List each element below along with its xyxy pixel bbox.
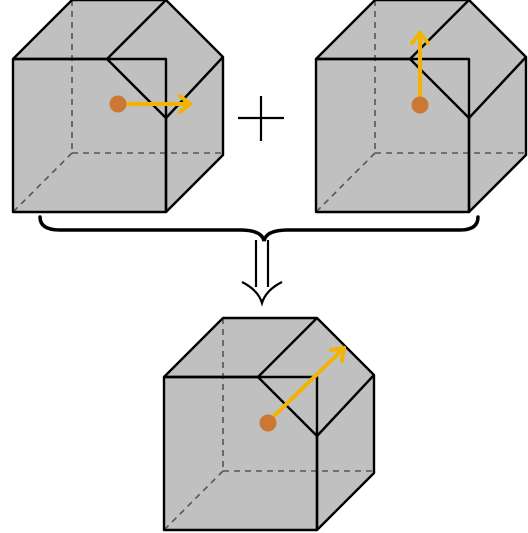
top-side-faces bbox=[13, 0, 223, 212]
sum-vector-head bbox=[329, 346, 346, 363]
top-side-faces bbox=[316, 0, 526, 212]
origin-dot-2 bbox=[411, 96, 429, 114]
horizontal-vector-head bbox=[178, 94, 192, 114]
outer-outline bbox=[12, 0, 225, 213]
implies-arrow bbox=[241, 240, 283, 307]
origin-dot-3 bbox=[259, 414, 277, 432]
plus-sign bbox=[238, 96, 284, 141]
cube-vertical-vector bbox=[314, 0, 528, 214]
bevel-edge bbox=[257, 317, 318, 378]
sum-vector-shaft bbox=[266, 346, 346, 424]
origin-dot-1 bbox=[109, 95, 127, 113]
front-face bbox=[13, 59, 166, 212]
outer-outline bbox=[315, 0, 528, 213]
vertical-vector-head bbox=[410, 31, 430, 45]
hidden-edge bbox=[315, 152, 376, 213]
cube-horizontal-vector bbox=[11, 0, 225, 214]
front-face bbox=[316, 59, 469, 212]
curly-brace bbox=[38, 215, 480, 242]
front-face bbox=[164, 377, 317, 530]
outer-outline bbox=[163, 316, 376, 531]
hidden-edge bbox=[163, 470, 224, 531]
hidden-edge bbox=[12, 152, 73, 213]
bevel-edge bbox=[106, 0, 167, 60]
